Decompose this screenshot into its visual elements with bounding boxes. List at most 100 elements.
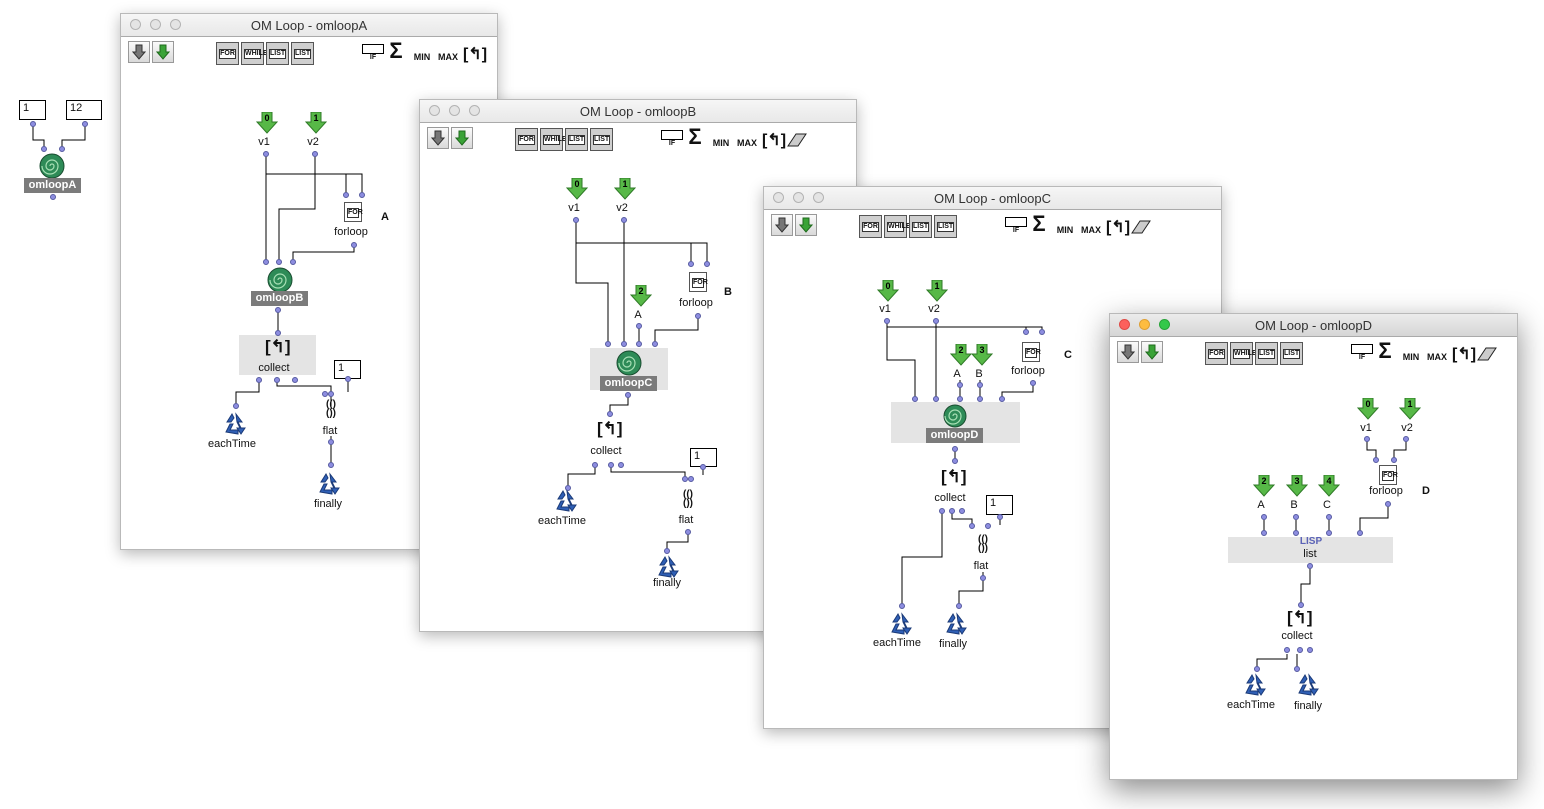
minimize-window-button[interactable]	[1139, 319, 1150, 330]
outlet[interactable]	[345, 376, 351, 382]
collect-label[interactable]: collect	[934, 492, 966, 504]
min-icon[interactable]: MIN	[712, 138, 730, 148]
outlet[interactable]	[884, 318, 890, 324]
inlet[interactable]	[59, 146, 65, 152]
inlet[interactable]	[957, 396, 963, 402]
outlet[interactable]	[977, 382, 983, 388]
import-arrow-button[interactable]	[427, 127, 449, 149]
list-icon[interactable]: LIST	[266, 42, 289, 65]
forloop-label[interactable]: forloop	[1011, 365, 1045, 377]
inlet[interactable]	[1357, 530, 1363, 536]
inlet[interactable]	[688, 476, 694, 482]
input-arrow-icon[interactable]: 2	[950, 344, 972, 366]
collect-icon[interactable]: [↰]	[941, 467, 967, 486]
omloop-b-label[interactable]: omloopB	[251, 291, 308, 306]
while-icon[interactable]: WHILE	[540, 128, 567, 151]
input-arrow-icon[interactable]: 2	[1253, 475, 1275, 497]
eachtime-label[interactable]: eachTime	[538, 515, 586, 527]
forloop-icon[interactable]: FOR	[1022, 342, 1041, 362]
inlet[interactable]	[1294, 666, 1300, 672]
input-arrow-icon[interactable]: 0	[256, 112, 278, 134]
outlet[interactable]	[685, 529, 691, 535]
input-arrow-icon[interactable]: 0	[1357, 398, 1379, 420]
outlet[interactable]	[949, 508, 955, 514]
sum-icon[interactable]: Σ	[389, 38, 403, 63]
outlet[interactable]	[1297, 647, 1303, 653]
outlet[interactable]	[621, 217, 627, 223]
title-bar[interactable]: OM Loop - omloopB	[420, 100, 856, 123]
outlet[interactable]	[50, 194, 56, 200]
flat-label[interactable]: flat	[973, 560, 989, 572]
list-icon[interactable]: LIST	[909, 215, 932, 238]
collect-label[interactable]: collect	[590, 445, 622, 457]
input-arrow-icon[interactable]: 3	[971, 344, 993, 366]
outlet[interactable]	[592, 462, 598, 468]
outlet[interactable]	[1307, 563, 1313, 569]
outlet[interactable]	[256, 377, 262, 383]
inlet[interactable]	[1261, 530, 1267, 536]
title-bar[interactable]: OM Loop - omloopA	[121, 14, 497, 37]
for-icon[interactable]: FOR	[515, 128, 538, 151]
inlet[interactable]	[952, 458, 958, 464]
max-icon[interactable]: MAX	[737, 138, 757, 148]
inlet[interactable]	[704, 261, 710, 267]
number-box[interactable]: 12	[66, 100, 102, 120]
eachtime-label[interactable]: eachTime	[873, 637, 921, 649]
export-arrow-button[interactable]	[1141, 341, 1163, 363]
list-icon[interactable]: LIST	[590, 128, 613, 151]
inlet[interactable]	[41, 146, 47, 152]
minimize-window-button[interactable]	[150, 19, 161, 30]
flat-label[interactable]: flat	[322, 425, 338, 437]
flat-icon[interactable]: (()())	[978, 534, 988, 554]
close-window-button[interactable]	[1119, 319, 1130, 330]
title-bar[interactable]: OM Loop - omloopC	[764, 187, 1221, 210]
input-arrow-icon[interactable]: 0	[877, 280, 899, 302]
sum-icon[interactable]: Σ	[1032, 211, 1046, 236]
for-icon[interactable]: FOR	[1205, 342, 1228, 365]
close-window-button[interactable]	[429, 105, 440, 116]
inlet[interactable]	[290, 259, 296, 265]
forloop-icon[interactable]: FOR	[689, 272, 708, 292]
inlet[interactable]	[328, 462, 334, 468]
inlet[interactable]	[1039, 329, 1045, 335]
inlet[interactable]	[933, 396, 939, 402]
eraser-icon[interactable]	[1130, 218, 1152, 236]
inlet[interactable]	[1373, 457, 1379, 463]
finally-label[interactable]: finally	[313, 498, 343, 510]
inlet[interactable]	[682, 476, 688, 482]
import-arrow-button[interactable]	[128, 41, 150, 63]
while-icon[interactable]: WHILE	[884, 215, 911, 238]
outlet[interactable]	[636, 323, 642, 329]
outlet[interactable]	[82, 121, 88, 127]
outlet[interactable]	[274, 377, 280, 383]
inlet[interactable]	[328, 391, 334, 397]
inlet[interactable]	[605, 341, 611, 347]
omloop-spiral-icon[interactable]	[39, 153, 65, 179]
lisp-list-box[interactable]	[1228, 537, 1393, 563]
outlet[interactable]	[618, 462, 624, 468]
outlet[interactable]	[1284, 647, 1290, 653]
flat-label[interactable]: flat	[678, 514, 694, 526]
inlet[interactable]	[322, 391, 328, 397]
inlet[interactable]	[565, 485, 571, 491]
outlet[interactable]	[625, 392, 631, 398]
recycle-icon[interactable]	[1296, 673, 1324, 697]
outlet[interactable]	[573, 217, 579, 223]
outlet[interactable]	[351, 242, 357, 248]
counter-if-icon[interactable]: IF	[1005, 217, 1027, 234]
title-bar[interactable]: OM Loop - omloopD	[1110, 314, 1517, 337]
minimize-window-button[interactable]	[793, 192, 804, 203]
outlet[interactable]	[1293, 514, 1299, 520]
outlet[interactable]	[328, 439, 334, 445]
min-icon[interactable]: MIN	[413, 52, 431, 62]
export-arrow-button[interactable]	[152, 41, 174, 63]
export-arrow-button[interactable]	[451, 127, 473, 149]
outlet[interactable]	[980, 575, 986, 581]
inlet[interactable]	[912, 396, 918, 402]
import-arrow-button[interactable]	[771, 214, 793, 236]
inlet[interactable]	[985, 523, 991, 529]
outlet[interactable]	[1326, 514, 1332, 520]
forloop-label[interactable]: forloop	[679, 297, 713, 309]
outlet[interactable]	[1364, 436, 1370, 442]
while-icon[interactable]: WHILE	[1230, 342, 1257, 365]
